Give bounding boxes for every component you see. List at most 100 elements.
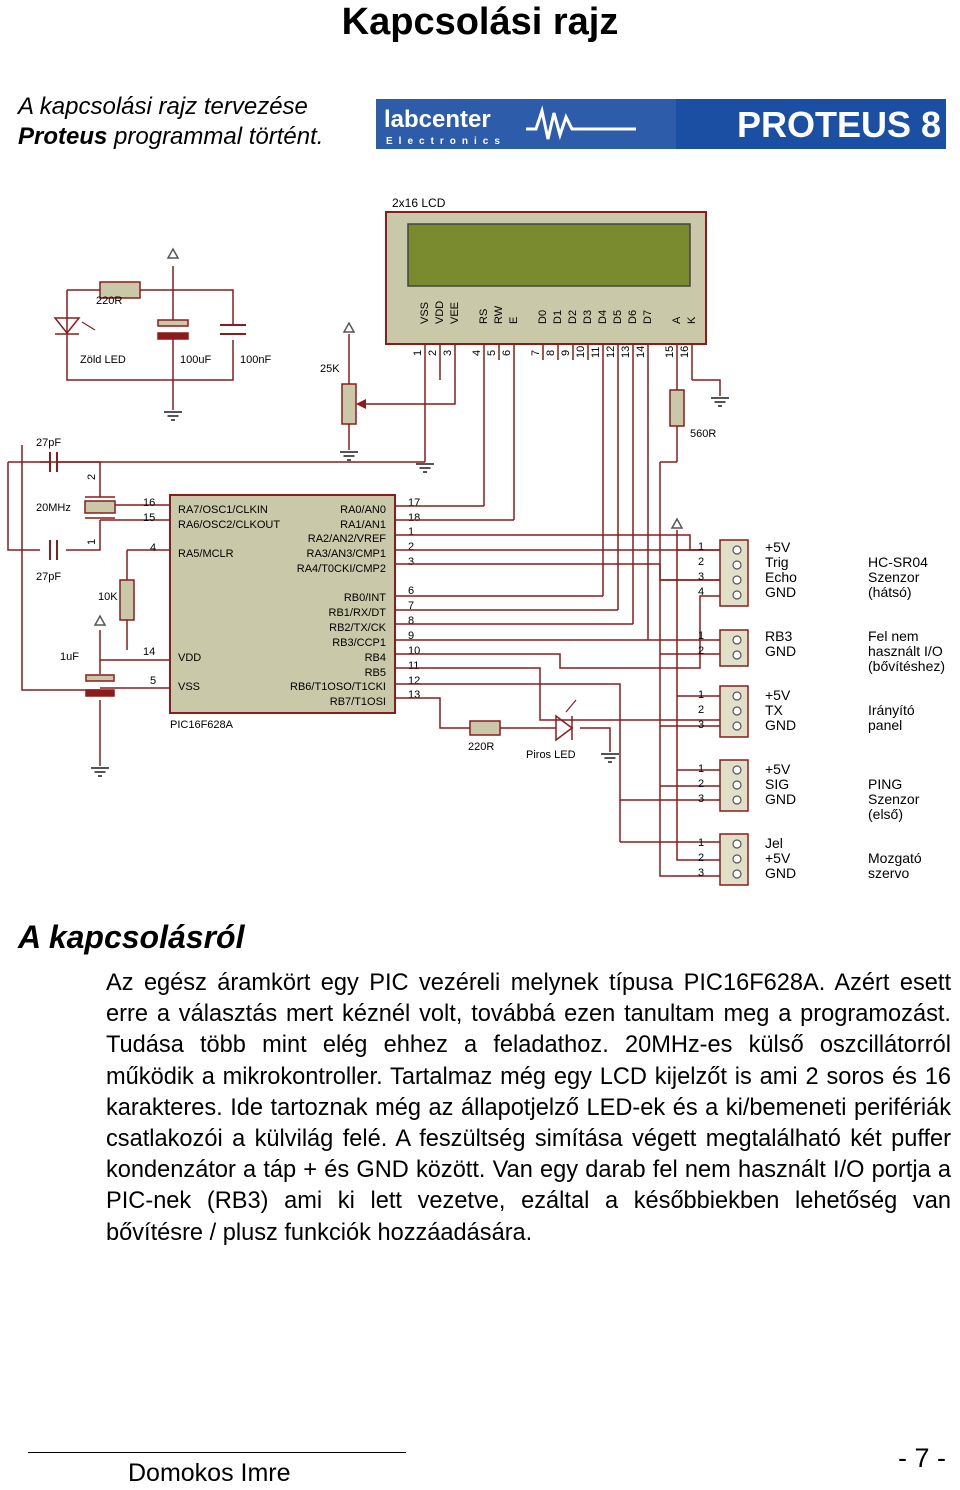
- connector-pin-num: 2: [698, 778, 704, 790]
- connector-pin-num: 1: [698, 541, 704, 553]
- mcu-right-pin-num: 13: [408, 689, 420, 701]
- mcu-right-pin-num: 8: [408, 615, 414, 627]
- connector-pin-num: 3: [698, 867, 704, 879]
- lcd-pin-name: RW: [493, 305, 505, 324]
- proteus-logo: labcenter Electronics PROTEUS 8: [376, 99, 946, 149]
- connector-pin-hole: [732, 780, 742, 790]
- lcd-pin-name: VSS: [419, 302, 431, 324]
- ground-icon: [415, 463, 435, 473]
- connector-signal: Echo: [765, 569, 797, 585]
- connector-signal: +5V: [765, 761, 791, 777]
- connector-pin-hole: [732, 545, 742, 555]
- mcu-left-pin-num: 15: [143, 512, 155, 524]
- footer-author: Domokos Imre: [128, 1459, 291, 1487]
- lcd-pin-number: 13: [620, 346, 632, 358]
- connector-descriptions: HC-SR04 Szenzor (hátsó) Fel nem használt…: [868, 554, 945, 881]
- label-red-led: Piros LED: [526, 749, 576, 761]
- connector-pin-hole: [732, 706, 742, 716]
- circuit-schematic: 2x16 LCD VSS VDD VEE RS RW E D0 D1 D2 D3…: [7, 196, 945, 886]
- mcu-right-pin-num: 6: [408, 585, 414, 597]
- lcd-pin-name: RS: [478, 309, 490, 324]
- connector-desc: PING: [868, 776, 902, 792]
- ground-icon: [600, 753, 620, 763]
- lcd-pin-name: A: [671, 316, 683, 324]
- connector-signal: +5V: [765, 539, 791, 555]
- connector-desc: használt I/O: [868, 643, 943, 659]
- lcd-wiring: [424, 344, 721, 640]
- lcd-pin-name: D2: [567, 310, 579, 324]
- label-c27b: 27pF: [36, 571, 61, 583]
- connector-pin-num: 4: [698, 586, 704, 598]
- mcu-name: PIC16F628A: [170, 719, 234, 731]
- resistor-220r-top: [99, 281, 141, 299]
- lcd-pin-name: D3: [582, 310, 594, 324]
- label-c27a: 27pF: [36, 437, 61, 449]
- label-pot: 25K: [320, 363, 340, 375]
- connector-pin-hole: [732, 575, 742, 585]
- lcd-pin-number: 10: [575, 346, 587, 358]
- vcc-icon: [671, 518, 683, 529]
- lcd-pin-name: K: [686, 316, 698, 324]
- lcd-pin-number: 6: [501, 350, 513, 356]
- vcc-icon: [94, 615, 106, 626]
- xtal-pin: 1: [86, 539, 98, 545]
- connector-signal: GND: [765, 717, 796, 733]
- mcu-right-pin: RB1/RX/DT: [329, 607, 387, 619]
- resistor-10k-icon: [119, 579, 135, 621]
- mcu-left-pin: RA7/OSC1/CLKIN: [178, 504, 268, 516]
- lcd-pin-name: D4: [597, 310, 609, 324]
- connector-pin-num: 3: [698, 571, 704, 583]
- potentiometer-25k-icon: [341, 383, 357, 425]
- lcd-pin-name: D6: [627, 310, 639, 324]
- vcc-icon: [343, 322, 355, 333]
- lcd-pin-name: D1: [552, 310, 564, 324]
- intro-line-2-rest: programmal történt.: [107, 123, 324, 150]
- label-c100u: 100uF: [180, 354, 211, 366]
- lcd-pin-name: VEE: [449, 302, 461, 324]
- vcc-icon: [167, 248, 179, 259]
- connector-signal: TX: [765, 702, 784, 718]
- connector-desc: szervo: [868, 865, 909, 881]
- lcd-pin-name: D5: [612, 310, 624, 324]
- connector-pin-num: 1: [698, 763, 704, 775]
- connector-desc: Irányító: [868, 702, 915, 718]
- mcu-right-pin: RA0/AN0: [340, 504, 386, 516]
- mcu-right-pin-num: 18: [408, 512, 420, 524]
- lcd-pin-number: 1: [412, 350, 424, 356]
- section-title: A kapcsolásról: [18, 919, 245, 955]
- mcu-right-pin: RA4/T0CKI/CMP2: [297, 563, 386, 575]
- mcu-left-pin-num: 4: [150, 542, 156, 554]
- lcd-pin-name: VDD: [434, 301, 446, 324]
- intro-line-2: Proteus programmal történt.: [18, 122, 323, 152]
- crystal-icon: [84, 500, 116, 514]
- mcu-right-pin: RB6/T1OSO/T1CKI: [290, 681, 386, 693]
- lcd-pin-number: 8: [545, 350, 557, 356]
- logo-background: [376, 99, 946, 149]
- lcd-pin-number: 11: [590, 347, 602, 358]
- label-r560: 560R: [690, 428, 716, 440]
- lcd-pin-number: 5: [486, 350, 498, 356]
- pot-wiring: [348, 334, 456, 450]
- connector-pin-hole: [732, 795, 742, 805]
- resistor-220r-bottom: [469, 720, 501, 736]
- mcu-right-pin: RB2/TX/CK: [329, 622, 387, 634]
- green-led-icon: [53, 317, 81, 335]
- connector-desc: (hátsó): [868, 584, 912, 600]
- mcu-left-pin-num: 14: [143, 646, 155, 658]
- lcd-pin-number: 16: [679, 346, 691, 358]
- connector-pin-num: 1: [698, 630, 704, 642]
- page-number: - 7 -: [897, 1443, 946, 1473]
- connector-signal: Jel: [765, 835, 783, 851]
- connector-desc: panel: [868, 717, 902, 733]
- connector-pin-hole: [732, 650, 742, 660]
- mcu-right-pin: RA3/AN3/CMP1: [307, 548, 386, 560]
- connector-signal: +5V: [765, 687, 791, 703]
- lcd-screen: [407, 223, 691, 287]
- ground-icon: [163, 411, 183, 421]
- label-r220-bottom: 220R: [468, 741, 494, 753]
- connector-pin-hole: [732, 765, 742, 775]
- connector-signal: RB3: [765, 628, 792, 644]
- lcd-pin-number: 2: [427, 350, 439, 356]
- intro-line-1: A kapcsolási rajz tervezése: [18, 93, 308, 120]
- connector-signal: Trig: [765, 554, 789, 570]
